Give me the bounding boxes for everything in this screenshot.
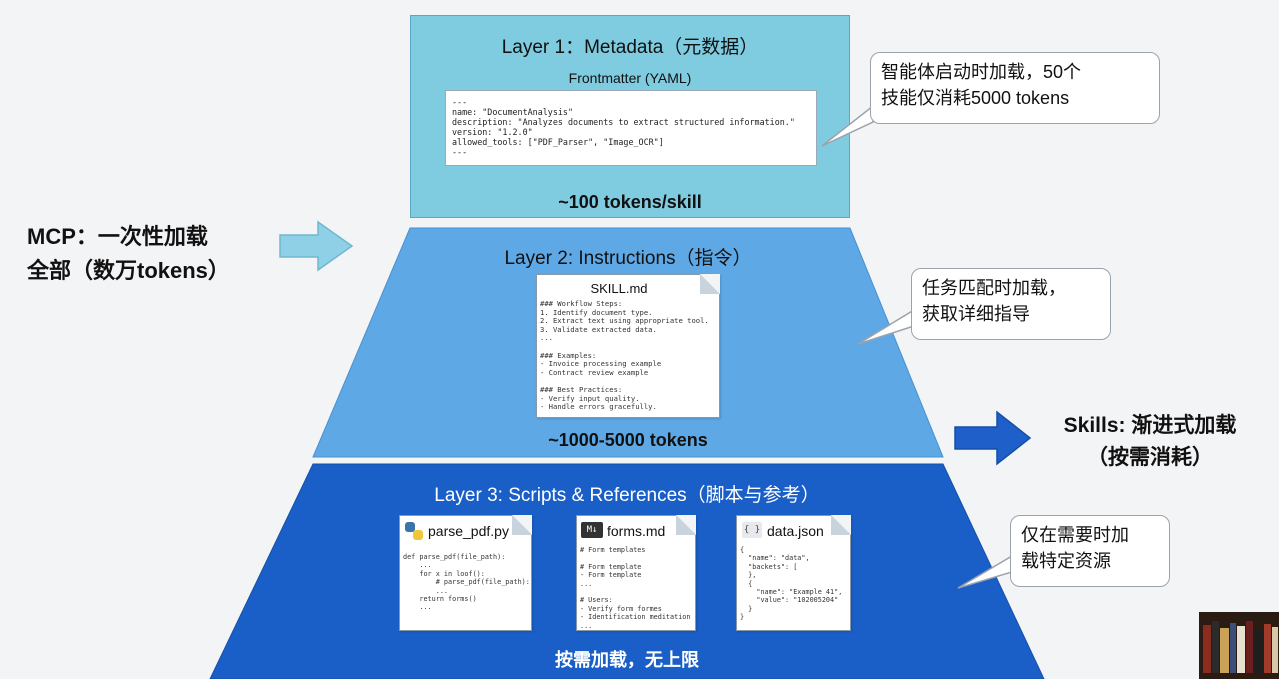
frontmatter-code: --- name: "DocumentAnalysis" description… [445,90,817,166]
callout-3-line-1: 仅在需要时加 [1021,525,1129,545]
markdown-icon: M↓ [581,522,603,538]
layer-1-title: Layer 1：Metadata（元数据） [501,37,759,58]
python-icon [405,522,423,540]
layer-2-title: Layer 2: Instructions（指令） [504,248,752,269]
callout-layer-1: 智能体启动时加载，50个 技能仅消耗5000 tokens [870,52,1160,124]
skill-md-body: ### Workflow Steps: 1. Identify document… [540,299,709,412]
parse-pdf-doc: parse_pdf.py def parse_pdf(file_path): .… [399,515,532,631]
data-json-doc: { } data.json { "name": "data", "backets… [736,515,851,631]
layer-1-footer: ~100 tokens/skill [558,192,702,212]
callout-3-line-2: 载特定资源 [1021,551,1111,571]
mcp-label: MCP：一次性加载 全部（数万tokens） [27,220,230,288]
video-thumbnail [1199,612,1279,679]
frontmatter-label: Frontmatter (YAML) [568,70,692,86]
forms-md-doc: M↓ forms.md # Form templates # Form temp… [576,515,696,631]
callout-2-line-1: 任务匹配时加载， [922,278,1066,298]
data-json-title: data.json [767,523,824,539]
data-json-body: { "name": "data", "backets": [ }, { "nam… [740,546,843,622]
json-icon: { } [742,522,762,538]
parse-pdf-body: def parse_pdf(file_path): ... for x in l… [403,553,530,612]
parse-pdf-title: parse_pdf.py [428,523,509,539]
callout-1-line-2: 技能仅消耗5000 tokens [881,88,1070,108]
mcp-arrow-icon [279,220,354,272]
layer-2-footer: ~1000-5000 tokens [548,430,708,450]
skills-line-1: Skills: 渐进式加载 [1063,414,1237,437]
skill-md-title: SKILL.md [590,281,648,296]
skills-label: Skills: 渐进式加载 （按需消耗） [1040,410,1260,474]
page-fold-icon [700,274,720,294]
callout-2-line-2: 获取详细指导 [922,304,1030,324]
layer-3-footer: 按需加载，无上限 [555,650,699,670]
skills-line-2: （按需消耗） [1087,446,1213,469]
layer-3-title: Layer 3: Scripts & References（脚本与参考） [434,485,820,506]
forms-md-body: # Form templates # Form template - Form … [580,546,691,630]
callout-layer-2: 任务匹配时加载， 获取详细指导 [911,268,1111,340]
callout-1-line-1: 智能体启动时加载，50个 [881,62,1082,82]
skills-arrow-icon [954,410,1032,466]
mcp-line-2: 全部（数万tokens） [27,258,230,283]
mcp-line-1: MCP：一次性加载 [27,224,208,249]
skill-md-doc: SKILL.md ### Workflow Steps: 1. Identify… [536,274,720,418]
callout-layer-3: 仅在需要时加 载特定资源 [1010,515,1170,587]
callout-1-tail [821,104,874,147]
page-fold-icon [831,515,851,535]
page-fold-icon [676,515,696,535]
forms-md-title: forms.md [607,523,666,539]
page-fold-icon [512,515,532,535]
